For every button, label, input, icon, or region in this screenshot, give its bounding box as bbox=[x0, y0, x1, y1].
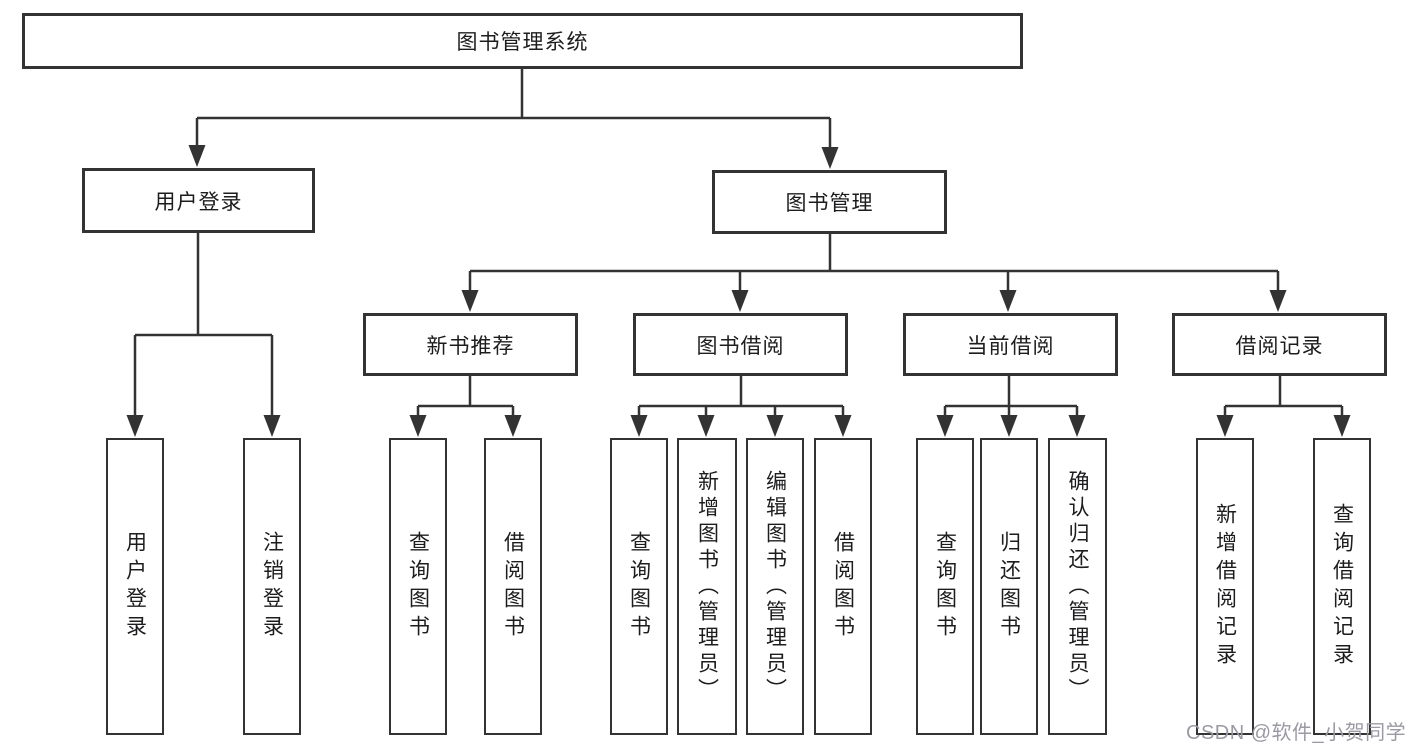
leaf-query-books-2: 查询图书 bbox=[610, 438, 668, 735]
arrowhead-icons bbox=[126, 145, 1351, 437]
node-root: 图书管理系统 bbox=[22, 13, 1023, 69]
leaf-borrow-books-2: 借阅图书 bbox=[814, 438, 872, 735]
leaf-return-books: 归还图书 bbox=[980, 438, 1038, 735]
leaf-label: 查询图书 bbox=[406, 530, 430, 643]
leaf-label: 编辑图书（管理员） bbox=[763, 469, 787, 704]
node-book-borrowing: 图书借阅 bbox=[633, 313, 848, 376]
leaf-label: 确认归还（管理员） bbox=[1066, 469, 1089, 704]
leaf-borrow-books-1: 借阅图书 bbox=[484, 438, 542, 735]
node-new-book-recommend: 新书推荐 bbox=[363, 313, 578, 376]
leaf-query-borrow-record: 查询借阅记录 bbox=[1313, 438, 1371, 735]
leaf-label: 查询图书 bbox=[627, 530, 651, 643]
leaf-label: 查询图书 bbox=[933, 530, 957, 643]
leaf-label: 新增图书（管理员） bbox=[695, 469, 719, 704]
leaf-label: 新增借阅记录 bbox=[1213, 502, 1237, 671]
leaf-query-books-1: 查询图书 bbox=[389, 438, 447, 735]
node-borrowing-records: 借阅记录 bbox=[1172, 313, 1387, 376]
leaf-user-login: 用户登录 bbox=[106, 438, 164, 735]
leaf-logout: 注销登录 bbox=[243, 438, 301, 735]
node-current-borrowing: 当前借阅 bbox=[903, 313, 1118, 376]
leaf-query-books-3: 查询图书 bbox=[916, 438, 974, 735]
csdn-watermark: CSDN @软件_小贺同学 bbox=[1186, 722, 1405, 744]
leaf-add-borrow-record: 新增借阅记录 bbox=[1196, 438, 1254, 735]
leaf-label: 借阅图书 bbox=[831, 530, 855, 643]
node-user-login: 用户登录 bbox=[82, 168, 315, 233]
leaf-edit-book-admin: 编辑图书（管理员） bbox=[746, 438, 804, 735]
leaf-add-book-admin: 新增图书（管理员） bbox=[677, 438, 737, 735]
leaf-label: 归还图书 bbox=[997, 530, 1021, 643]
leaf-label: 查询借阅记录 bbox=[1330, 502, 1354, 671]
leaf-confirm-return-admin: 确认归还（管理员） bbox=[1048, 438, 1107, 735]
leaf-label: 用户登录 bbox=[123, 530, 147, 643]
leaf-label: 注销登录 bbox=[260, 530, 284, 643]
node-book-management: 图书管理 bbox=[712, 170, 947, 234]
leaf-label: 借阅图书 bbox=[501, 530, 525, 643]
